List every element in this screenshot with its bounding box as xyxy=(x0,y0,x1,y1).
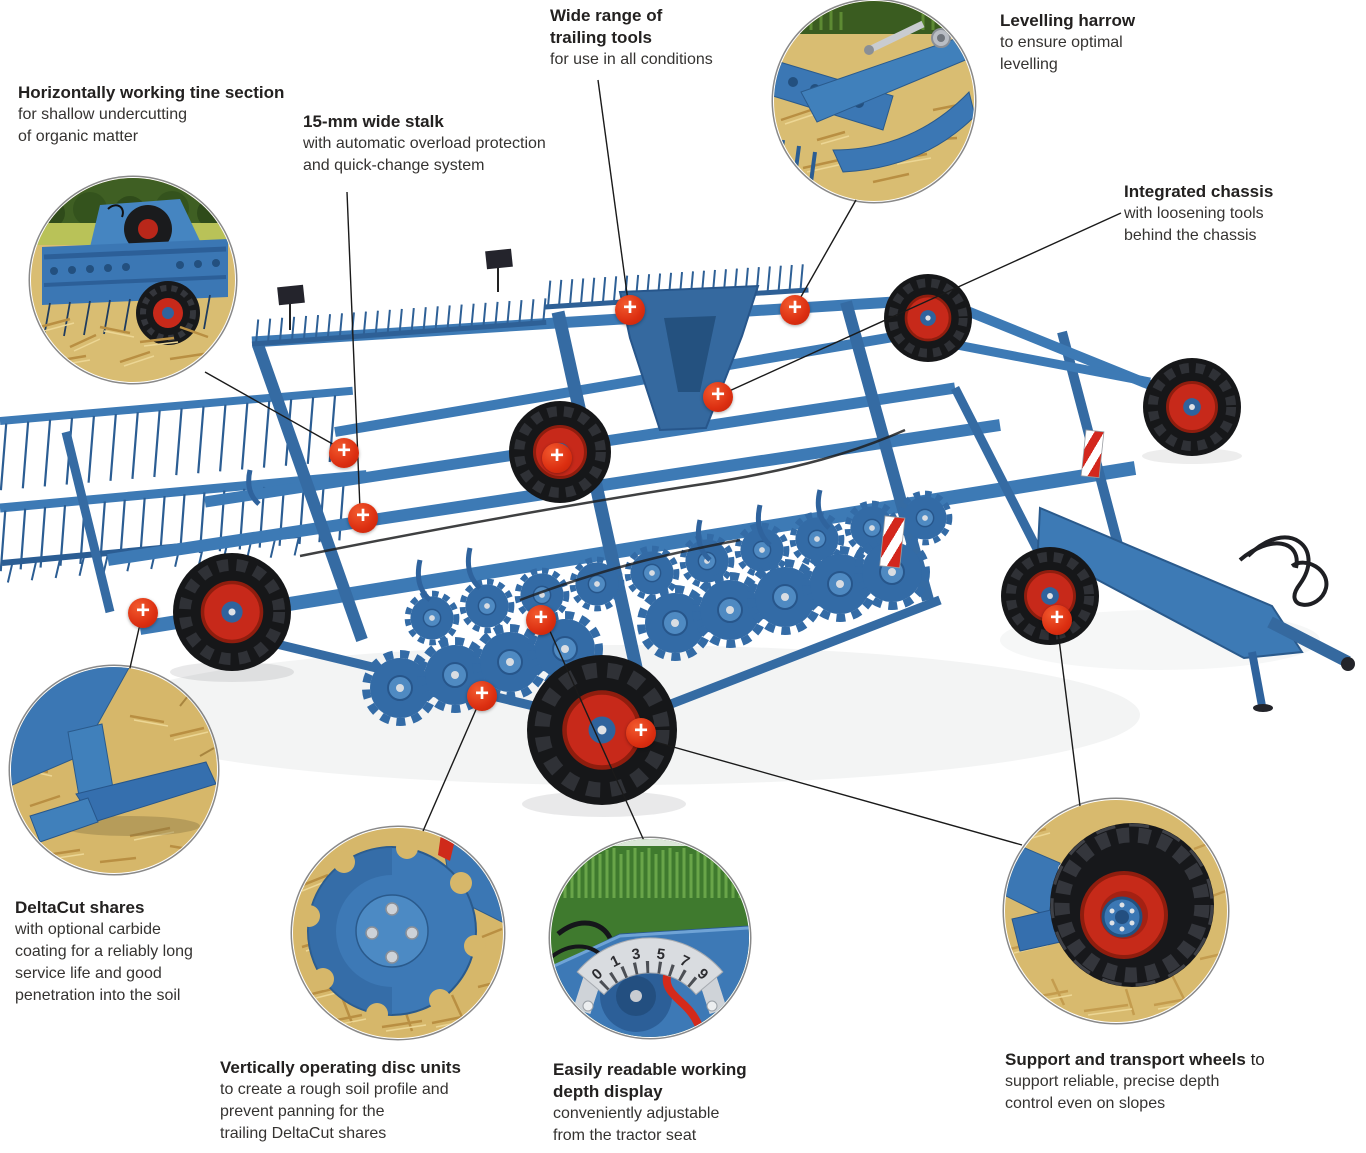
scale-number: 5 xyxy=(656,945,667,963)
hotspot-marker-4[interactable]: + xyxy=(329,438,359,468)
hotspot-marker-1[interactable]: + xyxy=(615,295,645,325)
callout-body: with loosening tools behind the chassis xyxy=(1124,205,1264,244)
callout-title: Support and transport wheels to xyxy=(1005,1049,1267,1071)
callout-title: 15-mm wide stalk xyxy=(303,112,444,131)
hotspot-marker-11[interactable]: + xyxy=(626,718,656,748)
photo-inset-support-wheel xyxy=(1005,800,1227,1022)
hydraulic-hose xyxy=(299,428,906,558)
center-tower xyxy=(618,284,760,432)
hotspot-marker-6[interactable]: + xyxy=(348,503,378,533)
callout-integrated-chassis: Integrated chassis with loosening tools … xyxy=(1124,181,1324,247)
callout-body: for shallow undercutting of organic matt… xyxy=(18,106,187,145)
hotspot-marker-3[interactable]: + xyxy=(703,382,733,412)
callout-deltacut-shares: DeltaCut shares with optional carbide co… xyxy=(15,897,235,1007)
photo-inset-deltacut-share xyxy=(11,667,217,873)
callout-title-suffix: to xyxy=(1245,1050,1265,1069)
callout-title-bold: Support and transport wheels xyxy=(1005,1050,1246,1069)
callout-levelling-harrow: Levelling harrow to ensure optimal level… xyxy=(1000,10,1180,76)
loosening-tines xyxy=(246,469,831,602)
flag xyxy=(277,248,513,330)
warning-board xyxy=(1080,429,1105,479)
photo-inset-tine-section xyxy=(31,178,235,382)
callout-body: support reliable, precise depth control … xyxy=(1005,1073,1220,1112)
hotspot-marker-7[interactable]: + xyxy=(128,598,158,628)
hotspot-marker-5[interactable]: + xyxy=(542,443,572,473)
callout-title: Vertically operating disc units xyxy=(220,1058,461,1077)
callout-body: with optional carbide coating for a reli… xyxy=(15,921,193,1004)
callout-body: for use in all conditions xyxy=(550,51,713,68)
wheel xyxy=(173,553,291,671)
hotspot-marker-10[interactable]: + xyxy=(467,681,497,711)
callout-title: DeltaCut shares xyxy=(15,898,145,917)
wheel xyxy=(1143,358,1241,456)
callout-title: Easily readable working depth display xyxy=(553,1060,747,1101)
callout-tine-section: Horizontally working tine section for sh… xyxy=(18,82,303,148)
callout-stalk: 15-mm wide stalk with automatic overload… xyxy=(303,111,573,177)
callout-trailing-tools: Wide range of trailing tools for use in … xyxy=(550,5,760,71)
depth-scale-plate xyxy=(576,937,724,996)
callout-title: Levelling harrow xyxy=(1000,11,1136,30)
photo-inset-depth-display: 0 1 3 5 7 9 xyxy=(551,839,749,1037)
warning-board xyxy=(879,515,906,569)
callout-depth-display: Easily readable working depth display co… xyxy=(553,1059,768,1147)
hotspot-marker-8[interactable]: + xyxy=(526,605,556,635)
callout-title: Integrated chassis xyxy=(1124,182,1274,201)
hotspot-marker-9[interactable]: + xyxy=(1042,605,1072,635)
callout-title: Horizontally working tine section xyxy=(18,83,285,102)
drawbar xyxy=(1036,506,1355,712)
hotspot-marker-2[interactable]: + xyxy=(780,295,810,325)
hitch-hoses xyxy=(1246,535,1329,607)
callout-body: with automatic overload protection and q… xyxy=(303,135,546,174)
scale-number: 3 xyxy=(631,945,642,963)
callout-title: Wide range of trailing tools xyxy=(550,6,663,47)
callout-support-wheels: Support and transport wheels to support … xyxy=(1005,1049,1267,1115)
callout-body: to ensure optimal levelling xyxy=(1000,34,1123,73)
callout-disc-units: Vertically operating disc units to creat… xyxy=(220,1057,485,1145)
machine xyxy=(0,248,1355,817)
callout-body: conveniently adjustable from the tractor… xyxy=(553,1105,720,1144)
callout-body: to create a rough soil profile and preve… xyxy=(220,1081,449,1142)
frame-beams xyxy=(107,292,1194,727)
photo-inset-levelling-harrow xyxy=(774,1,974,201)
photo-inset-disc-unit xyxy=(293,828,503,1038)
